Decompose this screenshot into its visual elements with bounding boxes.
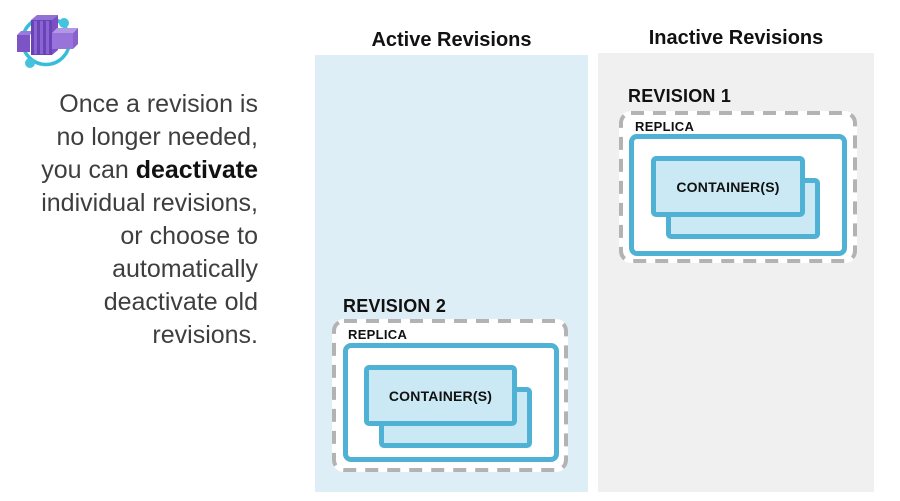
inactive-revisions-title: Inactive Revisions <box>648 27 824 49</box>
orbit-dot-icon <box>25 58 35 68</box>
replica-box: CONTAINER(S) <box>343 343 559 462</box>
revision-1-box: REPLICA CONTAINER(S) <box>619 111 857 263</box>
azure-container-apps-logo-icon <box>17 15 78 68</box>
revision-2-label: REVISION 2 <box>343 296 447 316</box>
replica-box: CONTAINER(S) <box>629 134 847 256</box>
containers-label: CONTAINER(S) <box>388 387 493 404</box>
container-card-front: CONTAINER(S) <box>364 365 517 426</box>
replica-label: REPLICA <box>348 327 408 342</box>
dashed-border <box>619 111 857 263</box>
orbit-dot-icon <box>59 18 69 28</box>
dashed-border <box>332 319 568 472</box>
replica-label: REPLICA <box>635 119 695 134</box>
inactive-revisions-panel: REVISION 1 REPLICA CONTAINER(S) <box>598 53 874 492</box>
active-revisions-title: Active Revisions <box>371 29 532 51</box>
container-card-front: CONTAINER(S) <box>651 156 805 217</box>
active-revisions-panel: REVISION 2 REPLICA CONTAINER(S) <box>315 55 588 492</box>
revision-1-label: REVISION 1 <box>628 86 732 106</box>
containers-label: CONTAINER(S) <box>676 178 780 195</box>
revision-2-box: REPLICA CONTAINER(S) <box>332 319 568 472</box>
